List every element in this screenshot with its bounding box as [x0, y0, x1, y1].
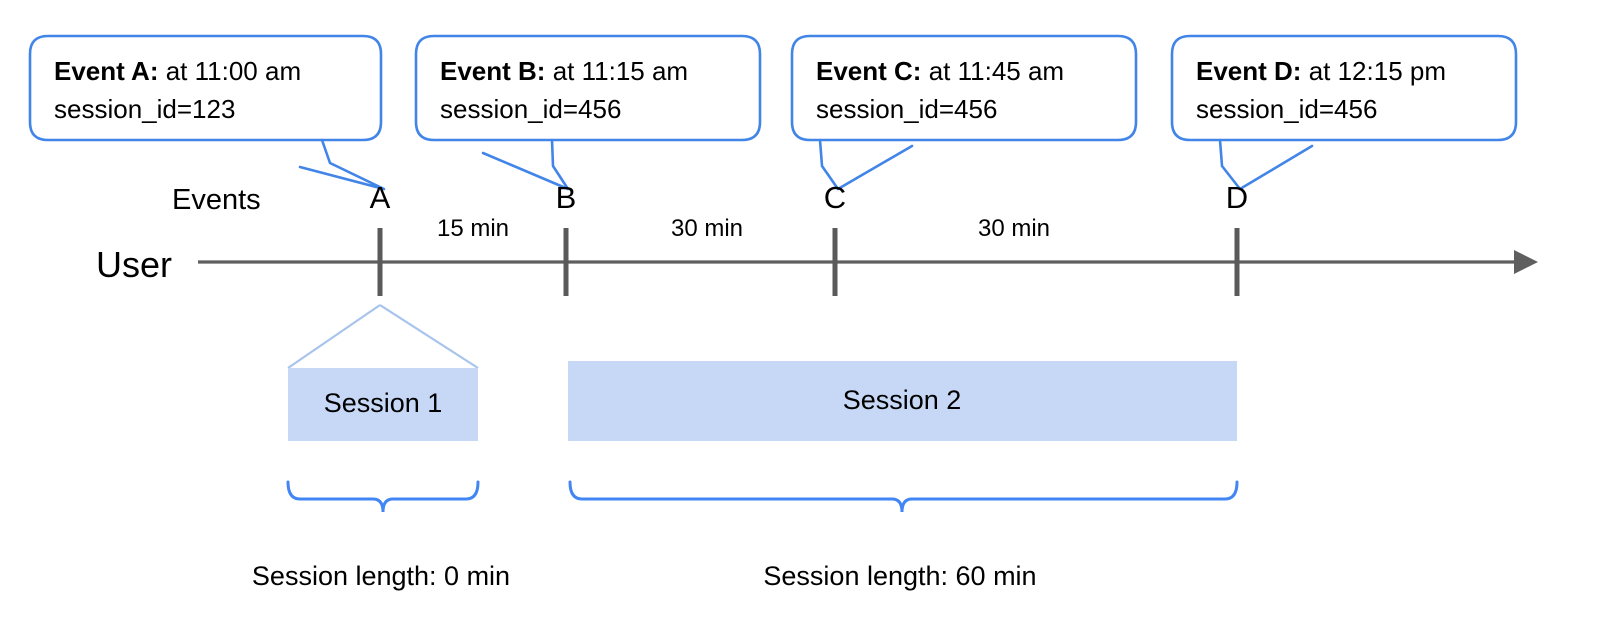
callout-event-d: Event D: at 12:15 pm session_id=456: [1170, 34, 1518, 191]
session-1-brace: [286, 480, 480, 513]
callout-c-line1: Event C: at 11:45 am: [816, 56, 1064, 86]
gap-label-a-b: 15 min: [437, 215, 509, 242]
session-2-label: Session 2: [843, 385, 962, 415]
callout-a-line2: session_id=123: [54, 94, 235, 124]
callout-event-b: Event B: at 11:15 am session_id=456: [414, 34, 762, 191]
session-2-block: [568, 361, 1237, 441]
callout-d-rest: at 12:15 pm: [1301, 56, 1446, 86]
callout-d-line1: Event D: at 12:15 pm: [1196, 56, 1446, 86]
callout-event-a: Event A: at 11:00 am session_id=123: [28, 34, 386, 191]
callout-a-rest: at 11:00 am: [159, 56, 302, 86]
callout-a-lead: Event A:: [54, 56, 159, 86]
callout-c-box: [790, 34, 1138, 142]
session-2-length-caption: Session length: 60 min: [763, 561, 1036, 591]
event-letter-a: A: [370, 180, 391, 215]
timeline-arrowhead: [1514, 250, 1538, 274]
callout-d-line2: session_id=456: [1196, 94, 1377, 124]
event-letter-b: B: [556, 180, 577, 215]
callout-a-line1: Event A: at 11:00 am: [54, 56, 301, 86]
callout-d-lead: Event D:: [1196, 56, 1301, 86]
callout-c-rest: at 11:45 am: [921, 56, 1064, 86]
callout-b-tail: [481, 138, 570, 191]
session-1-length-caption: Session length: 0 min: [252, 561, 510, 591]
event-letter-d: D: [1226, 180, 1248, 215]
callout-d-box: [1170, 34, 1518, 142]
session-1-funnel-right: [379, 304, 479, 369]
callout-b-line2: session_id=456: [440, 94, 621, 124]
callout-d-tail: [1218, 138, 1314, 191]
callout-c-tail: [818, 138, 914, 191]
session-1-label: Session 1: [324, 388, 443, 418]
callout-c-line2: session_id=456: [816, 94, 997, 124]
session-2-brace: [568, 480, 1239, 513]
event-letter-c: C: [824, 180, 846, 215]
gap-label-c-d: 30 min: [978, 215, 1050, 242]
user-row-label: User: [96, 244, 172, 285]
callout-b-box: [414, 34, 762, 142]
session-1-funnel-left: [287, 304, 381, 369]
callout-c-lead: Event C:: [816, 56, 921, 86]
gap-label-b-c: 30 min: [671, 215, 743, 242]
callout-b-rest: at 11:15 am: [545, 56, 688, 86]
callout-b-line1: Event B: at 11:15 am: [440, 56, 688, 86]
session-1-block: [288, 368, 478, 441]
callout-b-lead: Event B:: [440, 56, 545, 86]
callout-a-tail: [298, 138, 386, 191]
events-row-label: Events: [172, 184, 261, 216]
callout-event-c: Event C: at 11:45 am session_id=456: [790, 34, 1138, 191]
callout-a-box: [28, 34, 383, 142]
